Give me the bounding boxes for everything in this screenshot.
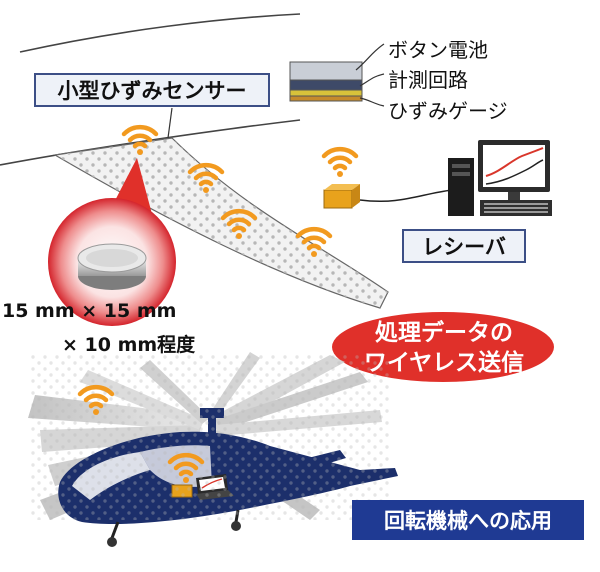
part-label-battery: ボタン電池 <box>388 38 488 62</box>
sensor-chip-icon <box>77 243 147 290</box>
part-leader-circuit <box>359 73 385 87</box>
rotary-application-label: 回転機械への応用 <box>352 500 584 540</box>
wireless-callout-line2: ワイヤレス送信 <box>363 350 525 376</box>
receiver-label: レシーバ <box>402 229 526 263</box>
receiver-icon <box>323 184 360 209</box>
wireless-callout-line1: 処理データの <box>375 320 513 346</box>
part-label-strain-gauge: ひずみゲージ <box>388 99 508 123</box>
aircraft-outline-mid <box>0 119 301 166</box>
part-leader-gauge <box>359 97 385 107</box>
sensor-label: 小型ひずみセンサー <box>34 73 270 107</box>
computer-icon <box>448 140 552 216</box>
wireless-callout: 処理データの ワイヤレス送信 <box>330 312 558 384</box>
size-label-line1: 15 mm × 15 mm <box>2 300 177 322</box>
size-label-line2: × 10 mm程度 <box>62 334 196 356</box>
part-leader-battery <box>355 43 385 71</box>
aircraft-outline-top <box>19 13 301 53</box>
plot-red-curve <box>485 147 544 177</box>
sensor-label-leader <box>167 107 173 139</box>
receiver-cable <box>359 189 453 203</box>
part-label-circuit: 計測回路 <box>388 68 468 92</box>
wifi-icon <box>324 149 356 177</box>
plot-black-curve <box>485 159 544 185</box>
sensor-layer-stack <box>289 61 363 102</box>
